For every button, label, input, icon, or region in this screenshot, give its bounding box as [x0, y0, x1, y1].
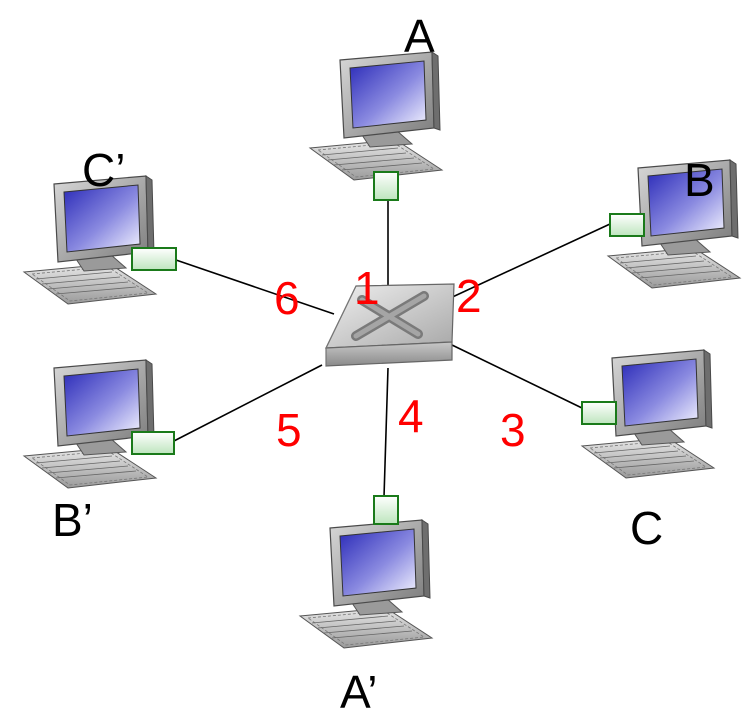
network-adapter-icon [373, 171, 399, 201]
host-C [581, 349, 715, 479]
switch-icon [325, 283, 455, 367]
network-adapter-icon [131, 247, 177, 271]
port-label-2: 2 [456, 270, 482, 322]
link-port-5 [171, 364, 323, 443]
link-port-4 [383, 367, 389, 498]
host-label-B-prime: B’ [52, 494, 93, 546]
host-B-prime [23, 359, 175, 489]
port-label-3: 3 [500, 404, 526, 456]
host-A-prime [299, 495, 433, 649]
host-B [607, 159, 741, 289]
port-label-1: 1 [354, 262, 380, 314]
port-label-5: 5 [276, 404, 302, 456]
port-label-6: 6 [274, 272, 300, 324]
host-label-A-prime: A’ [340, 666, 378, 718]
network-adapter-icon [373, 495, 399, 525]
host-A [309, 51, 443, 201]
network-adapter-icon [131, 431, 175, 455]
computer-icon [299, 519, 433, 649]
host-label-B: B [684, 154, 715, 206]
computer-icon [309, 51, 443, 181]
host-label-A: A [404, 10, 435, 62]
link-port-2 [445, 223, 611, 301]
network-adapter-icon [609, 213, 645, 237]
host-C-prime [23, 175, 177, 305]
network-adapter-icon [581, 401, 617, 425]
port-label-4: 4 [398, 390, 424, 442]
host-label-C: C [630, 502, 663, 554]
link-port-3 [451, 344, 583, 409]
links [171, 200, 611, 498]
computer-icon [23, 359, 157, 489]
host-label-C-prime: C’ [82, 144, 125, 196]
link-port-6 [175, 259, 335, 315]
